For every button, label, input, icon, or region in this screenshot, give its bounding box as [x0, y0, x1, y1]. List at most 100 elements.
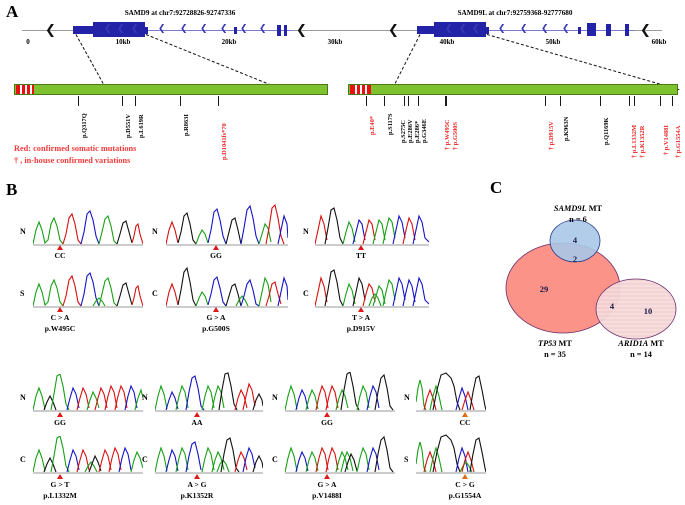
- axis-label-40kb: 40kb: [439, 38, 455, 46]
- base-change: G > A: [317, 480, 337, 489]
- strand-arrow-icon: ❮: [104, 24, 112, 34]
- mutation-tick: [180, 96, 181, 106]
- mutation-tick: [672, 96, 673, 106]
- trace-row-label-cancer: C: [142, 455, 148, 464]
- wildtype-base: CC: [459, 418, 471, 427]
- mutation-label-samd9: p.Q317Q: [81, 113, 88, 138]
- mutation-caret-icon: [213, 245, 219, 250]
- strand-arrow-icon: ❮: [459, 24, 467, 34]
- mutation-caret-icon: [324, 474, 330, 479]
- axis-label-10kb: 10kb: [115, 38, 131, 46]
- gene-exon: [93, 22, 145, 37]
- mutation-tick: [135, 96, 136, 106]
- mutation-label-samd9: p.D551V: [125, 114, 132, 138]
- chromatogram-trace: [155, 372, 263, 412]
- mutation-label-samd9l: † p.W495C: [444, 119, 451, 150]
- venn-circle-arid1a: [595, 278, 677, 340]
- mutation-tick: [634, 96, 635, 106]
- mutation-label-samd9l: p.S275C: [400, 120, 407, 143]
- mutation-label-samd9: p.R863I: [183, 114, 190, 136]
- mutation-caret-icon: [213, 307, 219, 312]
- venn-svg: [505, 219, 677, 340]
- mutation-caret-icon: [462, 412, 468, 417]
- wildtype-base: TT: [355, 251, 367, 260]
- venn-gene-tp53: TP53: [538, 339, 557, 348]
- strand-arrow-icon: ❮: [117, 24, 125, 34]
- venn-mt-arid1a: MT: [648, 339, 664, 348]
- protein-change: p.D915V: [346, 324, 376, 333]
- mutation-tick: [384, 96, 385, 106]
- mutation-tick: [78, 96, 79, 106]
- mutation-label-samd9l: † p.V1488I: [663, 125, 670, 155]
- mutation-caret-icon: [194, 412, 200, 417]
- chromatogram-trace: [315, 268, 429, 308]
- mutation-tick: [408, 96, 409, 106]
- wildtype-base: CC: [54, 251, 66, 260]
- mutation-tick: [404, 96, 405, 106]
- mutation-tick: [560, 96, 561, 106]
- chromatogram-trace: [33, 210, 143, 246]
- gene-exon: [578, 27, 581, 34]
- zoom-connector: [392, 34, 421, 89]
- trace-row-label-normal: N: [142, 393, 148, 402]
- venn-gene-arid1a: ARID1A: [618, 339, 649, 348]
- base-change: G > T: [50, 480, 70, 489]
- gene-exon: [434, 22, 486, 37]
- gene-title-samd9l: SAMD9L at chr7:92759368-92777680: [457, 9, 573, 17]
- chromatogram-trace: [166, 204, 288, 246]
- protein-change: p.G500S: [202, 324, 230, 333]
- strand-arrow-icon: ❮: [541, 24, 549, 34]
- venn-label-arid1a: ARID1A MT n = 14: [596, 338, 685, 360]
- strand-arrow-icon: ❮: [158, 24, 166, 34]
- gene-exon: [486, 27, 489, 34]
- strand-arrow-icon: ❮: [200, 24, 208, 34]
- mutation-tick: [445, 96, 447, 106]
- axis-label-60kb: 60kb: [651, 38, 667, 46]
- domain-divider: [20, 85, 22, 94]
- venn-count-tp53-only: 29: [539, 284, 549, 294]
- protein-change: p.V1488I: [312, 491, 342, 500]
- chromatogram-trace: [416, 372, 486, 412]
- zoom-connector: [75, 34, 104, 84]
- strand-arrow-icon: ❮: [45, 23, 56, 38]
- trace-row-label-sample: S: [20, 289, 25, 298]
- protein-change: p.W495C: [44, 324, 76, 333]
- gene-title-samd9: SAMD9 at chr7:92728826-92747336: [124, 9, 236, 17]
- mutation-label-samd9l: p.E286*: [414, 120, 421, 143]
- trace-row-label-cancer: C: [303, 289, 309, 298]
- mutation-label-samd9l: p.K963N: [563, 116, 570, 141]
- venn-gene-samd9l: SAMD9L: [553, 204, 587, 213]
- strand-arrow-icon: ❮: [180, 24, 188, 34]
- chromatogram-trace: [33, 374, 143, 412]
- domain-divider: [360, 85, 362, 94]
- gene-intron: [486, 30, 634, 31]
- venn-n-tp53: n = 35: [544, 350, 566, 359]
- chromatogram-trace: [33, 436, 143, 474]
- mutation-label-samd9l: p.S117S: [387, 113, 394, 136]
- wildtype-base: GG: [321, 418, 333, 427]
- trace-row-label-cancer: C: [152, 289, 158, 298]
- gene-exon: [234, 27, 237, 34]
- chromatogram-trace: [33, 272, 143, 308]
- domain-divider: [365, 85, 367, 94]
- mutation-label-samd9l: p.G346E: [421, 119, 428, 143]
- wildtype-base: AA: [191, 418, 203, 427]
- mutation-caret-icon: [57, 474, 63, 479]
- chromatogram-trace: [416, 434, 486, 474]
- protein-bar-samd9l: [348, 84, 678, 95]
- chromatogram-trace: [315, 206, 429, 246]
- mutation-label-samd9: p.L619R: [138, 114, 145, 138]
- venn-circle-samd9l: [549, 219, 601, 263]
- venn-n-samd9l: n = 6: [569, 215, 587, 224]
- chromatogram-trace: [166, 266, 288, 308]
- axis-label-30kb: 30kb: [327, 38, 343, 46]
- panel-c-venn-diagram: C 4 2 29 4 10 SAMD9L MT n = 6 TP53 MT n …: [478, 178, 685, 378]
- mutation-tick: [545, 96, 546, 106]
- panel-c-letter: C: [490, 178, 503, 197]
- mutation-caret-icon: [358, 307, 364, 312]
- mutation-label-samd9l: † p.L1332M: [631, 124, 638, 158]
- strand-arrow-icon: ❮: [259, 24, 267, 34]
- mutation-tick: [629, 96, 630, 106]
- mutation-label-samd9l: p.Q1169K: [603, 117, 610, 145]
- venn-label-samd9l: SAMD9L MT n = 6: [533, 203, 623, 225]
